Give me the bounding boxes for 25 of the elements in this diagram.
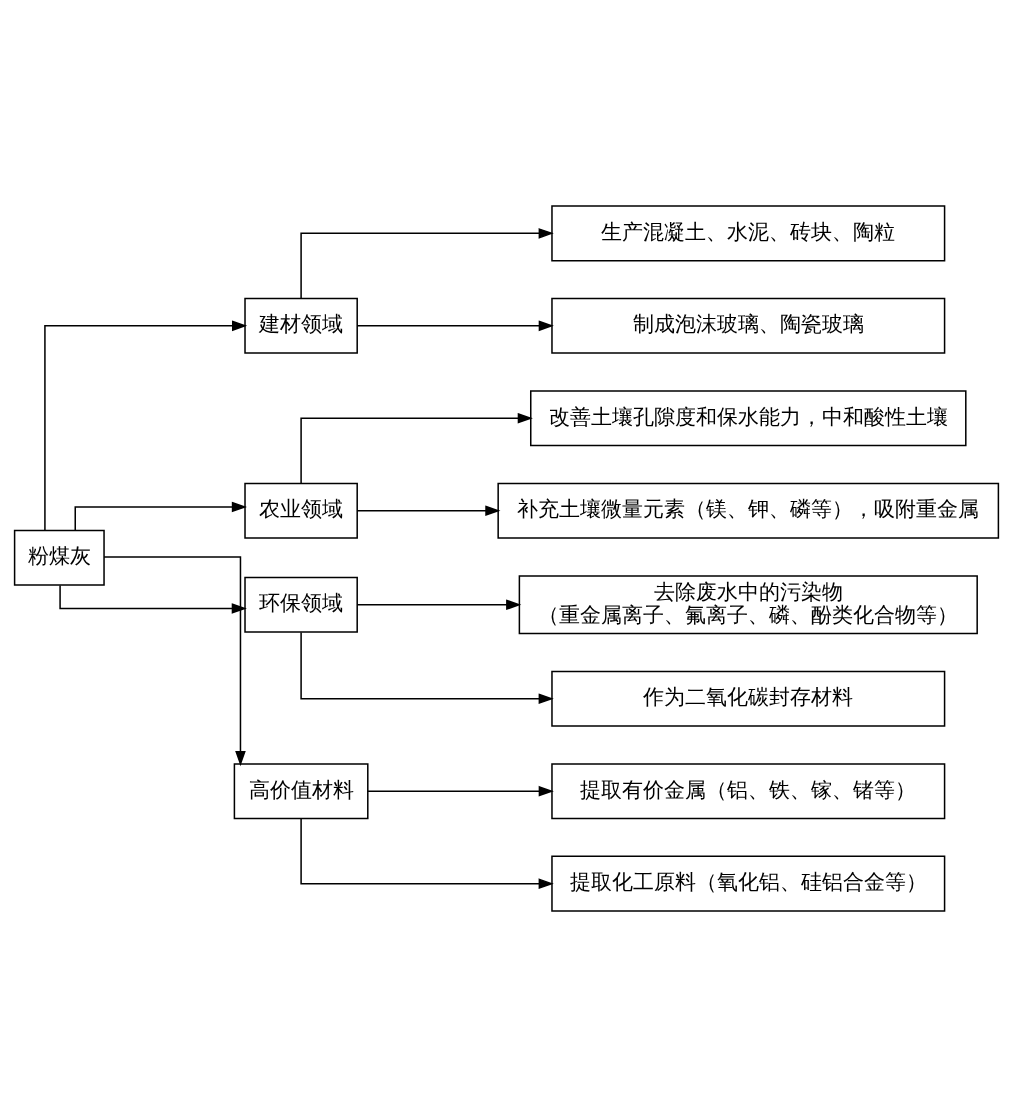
arrow [356,505,501,517]
node-box: 生产混凝土、水泥、砖块、陶粒 [551,205,946,262]
node-box: 环保领域 [244,576,358,633]
arrow [300,818,554,889]
node-box: 提取有价金属（铝、铁、镓、锗等） [551,763,946,820]
arrow [74,501,247,531]
node-box: 农业领域 [244,482,358,539]
node-box: 改善土壤孔隙度和保水能力，中和酸性土壤 [530,390,967,447]
node-box: 制成泡沫玻璃、陶瓷玻璃 [551,297,946,354]
arrow [300,631,554,705]
node-box: 去除废水中的污染物 （重金属离子、氟离子、磷、酚类化合物等） [518,575,978,635]
arrow [356,599,522,611]
node-box: 高价值材料 [233,763,369,820]
node-box: 作为二氧化碳封存材料 [551,670,946,727]
arrow [44,320,248,531]
node-box: 提取化工原料（氧化铝、硅铝合金等） [551,855,946,912]
arrow [356,320,554,332]
arrow [300,412,533,484]
node-box: 建材领域 [244,297,358,354]
arrow [367,785,554,797]
arrow [59,584,247,614]
arrow [300,228,554,299]
node-box: 粉煤灰 [13,529,105,586]
node-box: 补充土壤微量元素（镁、钾、磷等），吸附重金属 [497,482,1000,539]
arrow [103,556,246,767]
